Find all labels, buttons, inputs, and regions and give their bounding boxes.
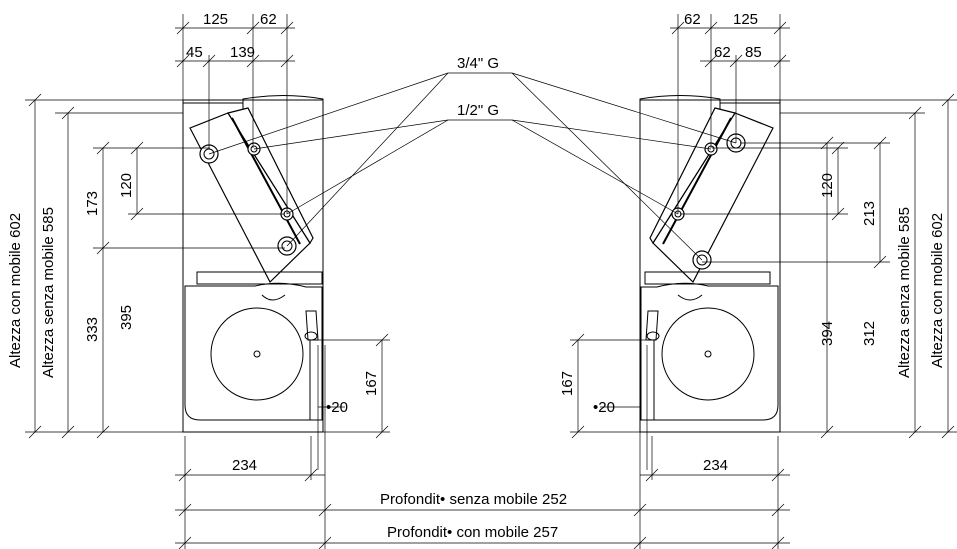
left-dim-125: 125 (203, 11, 228, 28)
left-dim-139: 139 (230, 44, 255, 61)
label-depth-without: Profondit• senza mobile 252 (380, 491, 567, 508)
leader-lines (208, 72, 737, 261)
left-dim-h585: Altezza senza mobile 585 (40, 207, 57, 378)
right-dim-213: 213 (861, 201, 878, 226)
right-dim-125: 125 (733, 11, 758, 28)
right-dim-234: 234 (703, 457, 728, 474)
left-dim-234: 234 (232, 457, 257, 474)
right-dim-394: 394 (819, 321, 836, 346)
left-fan-wheel (210, 307, 304, 401)
right-dim-85: 85 (745, 44, 762, 61)
right-dim-h585: Altezza senza mobile 585 (896, 207, 913, 378)
left-dim-h602: Altezza con mobile 602 (7, 213, 24, 368)
left-dim-173: 173 (84, 191, 101, 216)
left-unit (25, 14, 390, 549)
right-dim-312: 312 (861, 321, 878, 346)
depth-dimensions (175, 470, 790, 549)
left-dim-333: 333 (84, 317, 101, 342)
left-dim-395: 395 (118, 305, 135, 330)
right-dim-120: 120 (819, 173, 836, 198)
left-dim-167: 167 (363, 371, 380, 396)
right-probe (645, 310, 659, 341)
right-dim-20: •20 (593, 399, 615, 416)
label-depth-with: Profondit• con mobile 257 (387, 524, 558, 541)
label-g34: 3/4" G (457, 55, 499, 72)
left-dim-62: 62 (260, 11, 277, 28)
left-dim-45: 45 (186, 44, 203, 61)
label-g12: 1/2" G (457, 102, 499, 119)
left-top-dome (242, 95, 324, 112)
right-dim-62: 62 (684, 11, 701, 28)
right-top-dome (639, 95, 721, 112)
left-dim-20: •20 (326, 399, 348, 416)
right-dim-62b: 62 (714, 44, 731, 61)
left-probe (305, 310, 319, 341)
right-dim-167: 167 (559, 371, 576, 396)
left-dim-120: 120 (118, 173, 135, 198)
right-unit (570, 14, 957, 549)
right-fan-wheel (661, 307, 755, 401)
right-dim-h602: Altezza con mobile 602 (929, 213, 946, 368)
